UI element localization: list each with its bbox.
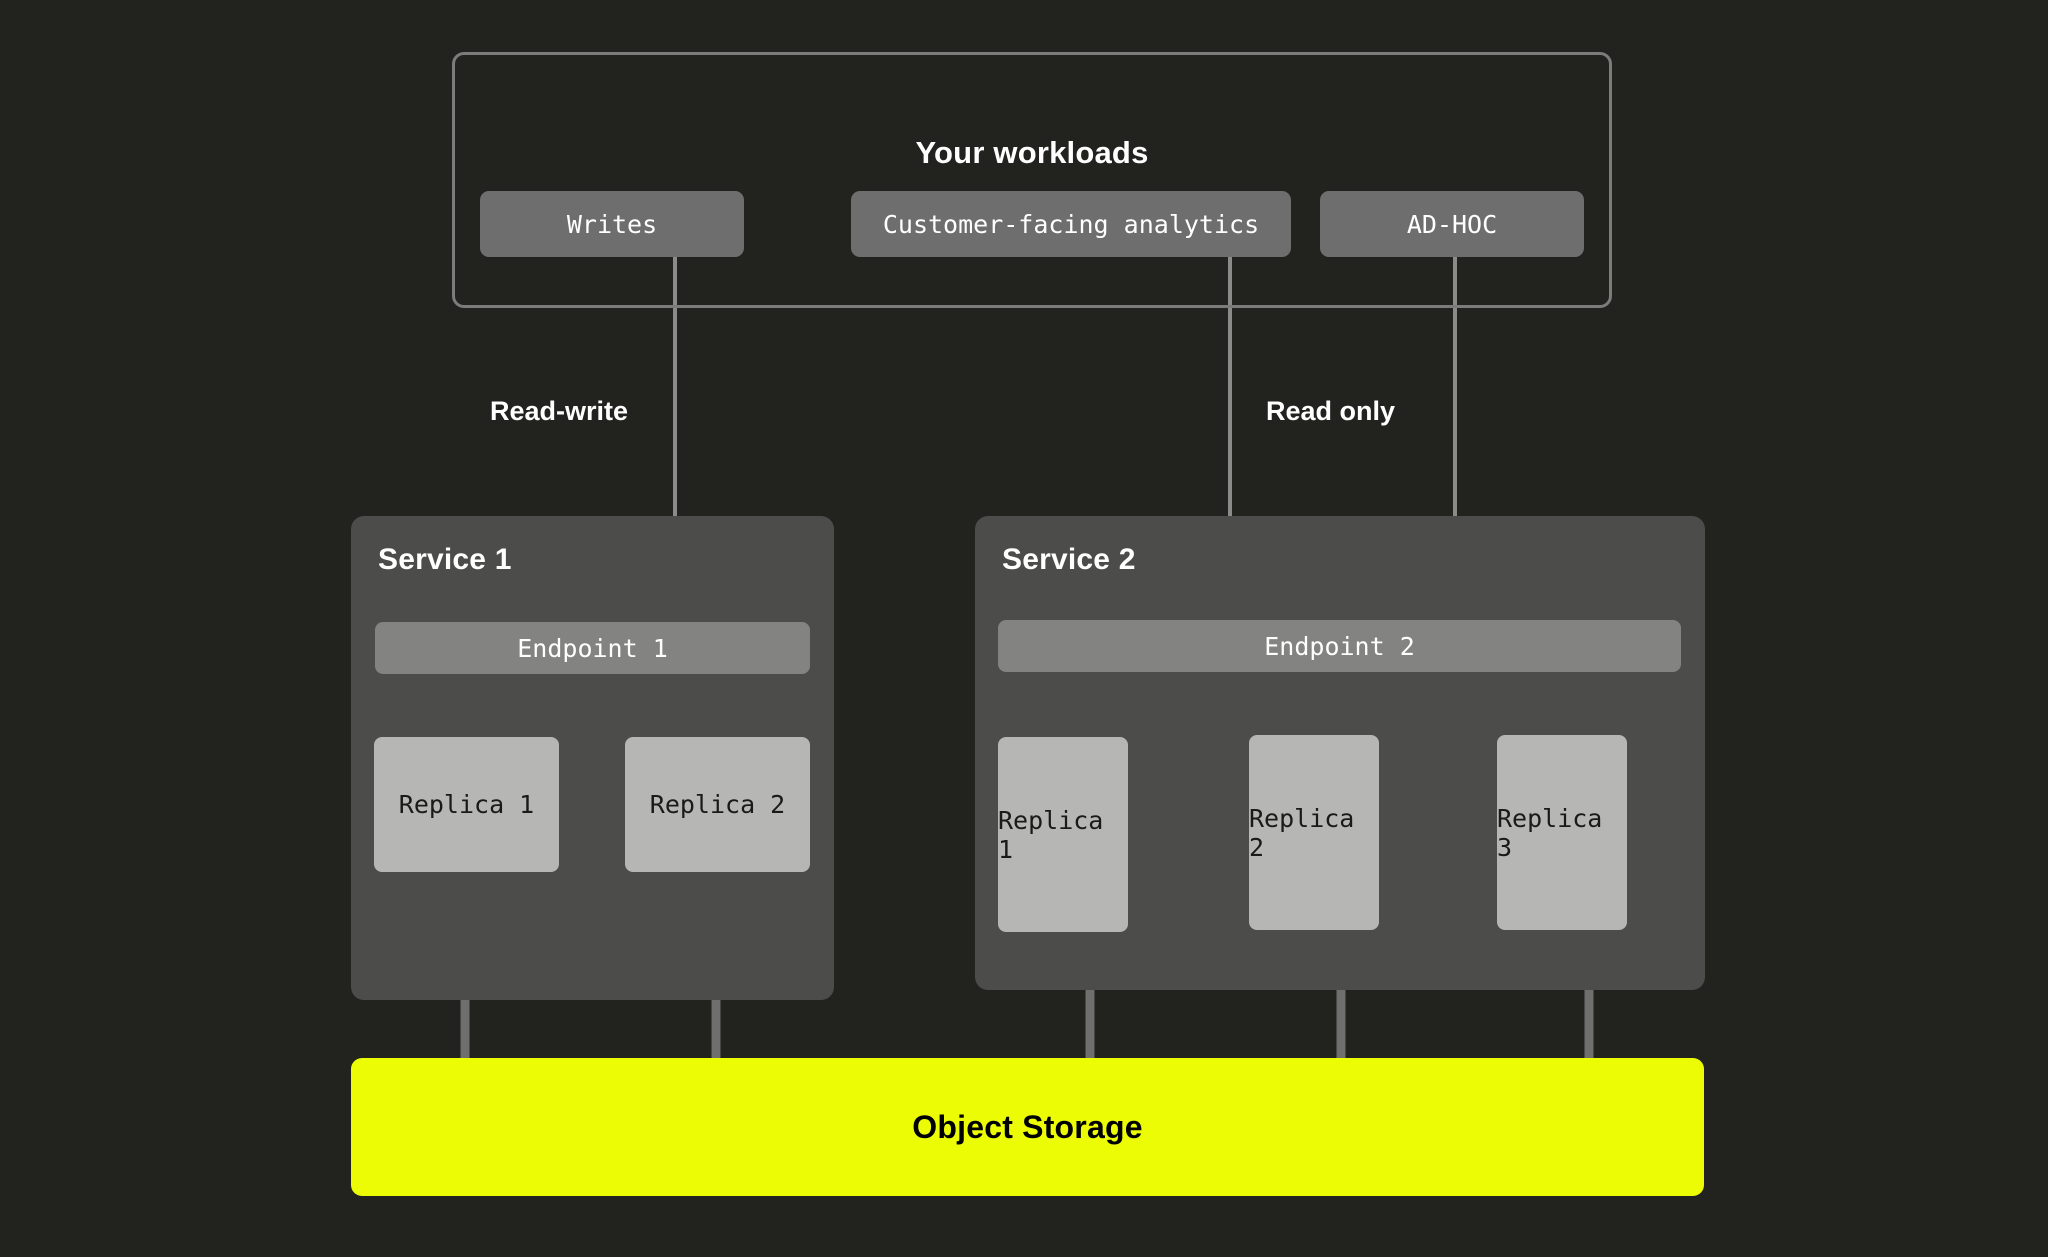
- workload-chip-writes-label: Writes: [566, 209, 658, 239]
- workload-chip-adhoc[interactable]: AD-HOC: [1320, 191, 1584, 257]
- endpoint-1-label: Endpoint 1: [517, 633, 668, 663]
- endpoint-2[interactable]: Endpoint 2: [998, 620, 1681, 672]
- service-1-replica-2-label: Replica 2: [649, 790, 786, 819]
- workloads-container: Your workloads: [452, 52, 1612, 308]
- endpoint-2-label: Endpoint 2: [1264, 631, 1415, 661]
- service-2-title: Service 2: [1002, 543, 1136, 576]
- object-storage-bar[interactable]: Object Storage: [351, 1058, 1704, 1196]
- workload-chip-analytics-label: Customer-facing analytics: [882, 209, 1260, 239]
- workload-chip-analytics[interactable]: Customer-facing analytics: [851, 191, 1291, 257]
- object-storage-label: Object Storage: [912, 1108, 1143, 1145]
- service-2-replica-3[interactable]: Replica 3: [1497, 735, 1627, 930]
- service-2-replica-2[interactable]: Replica 2: [1249, 735, 1379, 930]
- service-1-replica-1-label: Replica 1: [398, 790, 535, 819]
- edge-label-read-only: Read only: [1266, 396, 1396, 426]
- workload-chip-writes[interactable]: Writes: [480, 191, 744, 257]
- service-1-replica-2[interactable]: Replica 2: [625, 737, 810, 872]
- service-2-replica-1-label: Replica 1: [998, 805, 1104, 864]
- service-1-replica-1[interactable]: Replica 1: [374, 737, 559, 872]
- service-1-title: Service 1: [378, 543, 512, 576]
- edge-label-read-write: Read-write: [490, 396, 629, 426]
- service-2-replica-3-label: Replica 3: [1497, 803, 1603, 862]
- workloads-title: Your workloads: [915, 135, 1149, 170]
- endpoint-1[interactable]: Endpoint 1: [375, 622, 810, 674]
- service-2-replica-2-label: Replica 2: [1249, 803, 1355, 862]
- service-2-replica-1[interactable]: Replica 1: [998, 737, 1128, 932]
- workload-chip-adhoc-label: AD-HOC: [1406, 209, 1498, 239]
